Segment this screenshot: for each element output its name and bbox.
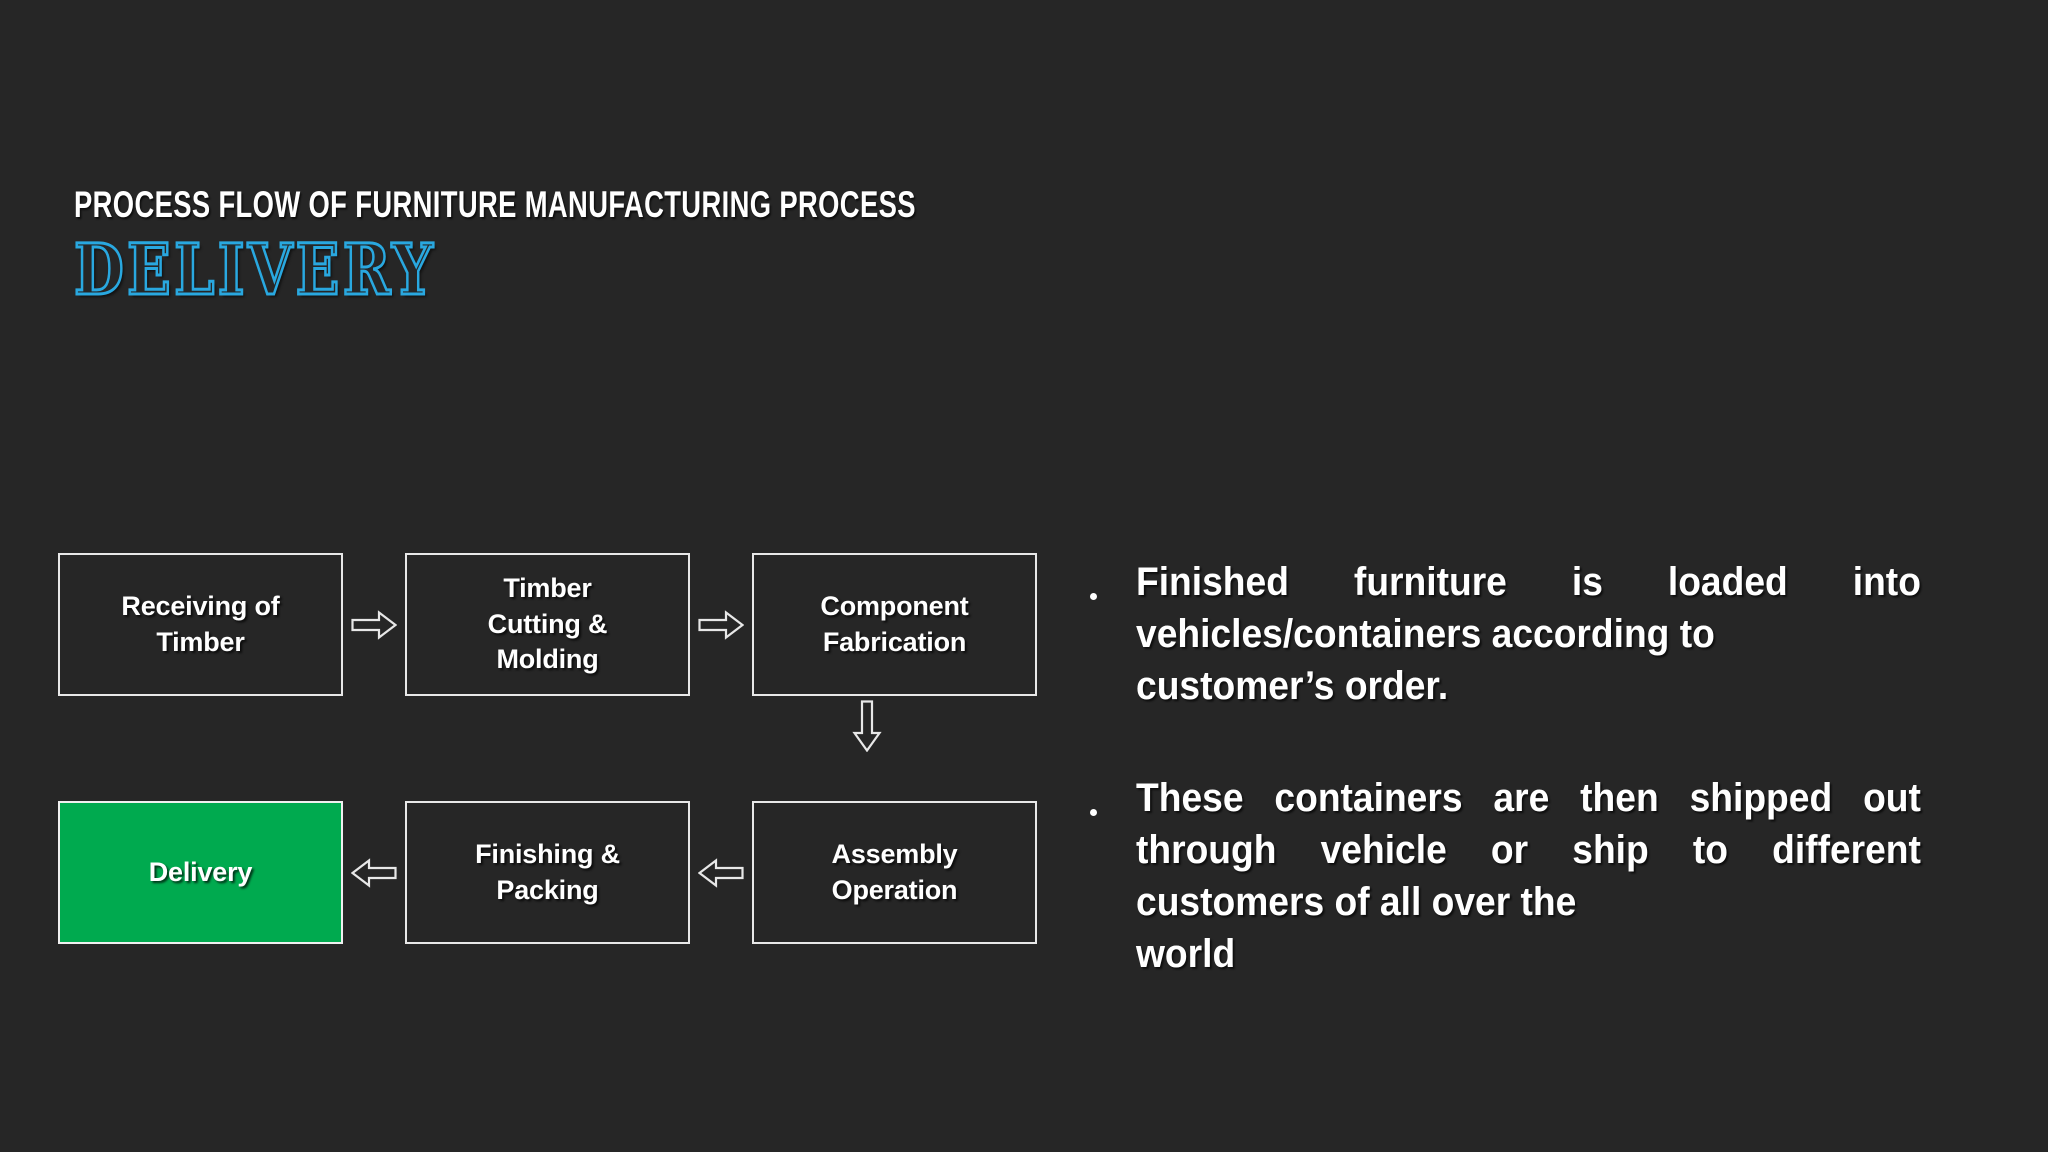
- connector-arrow-right-2: [690, 609, 752, 640]
- flow-node-assembly-operation[interactable]: Assembly Operation: [752, 801, 1037, 944]
- bullet-item: Finished furniture is loaded into vehicl…: [1090, 556, 1980, 712]
- flow-node-delivery[interactable]: Delivery: [58, 801, 343, 944]
- connector-arrow-left-2: [690, 857, 752, 888]
- bullet-text-last-line: world: [1136, 932, 1236, 976]
- bullet-dot-icon: [1090, 772, 1136, 820]
- arrow-right-icon: [351, 609, 397, 640]
- process-flow-diagram: Receiving of Timber Timber Cutting & Mol…: [58, 553, 1037, 944]
- arrow-down-icon: [852, 700, 882, 752]
- bullet-text: Finished furniture is loaded into vehicl…: [1136, 556, 1921, 712]
- flow-node-label: Timber Cutting & Molding: [487, 573, 608, 675]
- bullet-list: Finished furniture is loaded into vehicl…: [1090, 556, 1980, 980]
- bullet-text-body: Finished furniture is loaded into vehicl…: [1136, 560, 1921, 656]
- flow-row-bottom: Delivery Finishing & Packing: [58, 801, 1037, 944]
- flow-node-finishing-packing[interactable]: Finishing & Packing: [405, 801, 690, 944]
- connector-arrow-right-1: [343, 609, 405, 640]
- slide-headline: DELIVERY: [73, 228, 437, 311]
- flow-node-receiving-of-timber[interactable]: Receiving of Timber: [58, 553, 343, 696]
- flow-node-label: Component Fabrication: [820, 590, 969, 657]
- arrow-right-icon: [698, 609, 744, 640]
- arrow-left-icon: [698, 857, 744, 888]
- flow-node-label: Delivery: [148, 856, 253, 887]
- flow-row-top: Receiving of Timber Timber Cutting & Mol…: [58, 553, 1037, 696]
- bullet-text-body: These containers are then shipped out th…: [1136, 776, 1921, 924]
- bullet-dot-icon: [1090, 556, 1136, 604]
- flow-node-component-fabrication[interactable]: Component Fabrication: [752, 553, 1037, 696]
- flow-node-timber-cutting-molding[interactable]: Timber Cutting & Molding: [405, 553, 690, 696]
- slide-header: PROCESS FLOW OF FURNITURE MANUFACTURING …: [73, 184, 1212, 311]
- flow-node-label: Finishing & Packing: [475, 838, 620, 905]
- arrow-left-icon: [351, 857, 397, 888]
- connector-arrow-down-1: [844, 700, 890, 752]
- flow-node-label: Receiving of Timber: [121, 590, 280, 657]
- slide-kicker: PROCESS FLOW OF FURNITURE MANUFACTURING …: [74, 184, 916, 225]
- bullet-item: These containers are then shipped out th…: [1090, 772, 1980, 980]
- bullet-text-last-line: customer’s order.: [1136, 664, 1449, 708]
- connector-arrow-left-1: [343, 857, 405, 888]
- flow-node-label: Assembly Operation: [831, 838, 958, 905]
- bullet-text: These containers are then shipped out th…: [1136, 772, 1921, 980]
